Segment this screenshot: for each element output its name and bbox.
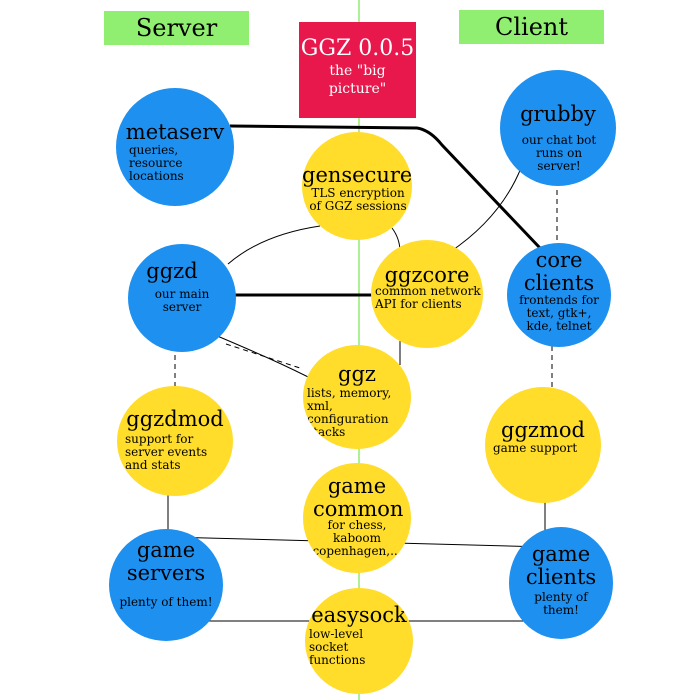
node-name: grubby: [520, 102, 596, 126]
node-name: game clients: [525, 542, 597, 589]
node-ggz: ggz lists, memory, xml, configuration st…: [303, 345, 411, 449]
title-subtitle: the "big picture": [328, 63, 387, 97]
link-ggzcore-grubby: [449, 167, 522, 253]
dashed-connectors: [174, 190, 558, 395]
node-ggzcore: ggzcore common network API for clients: [371, 240, 483, 348]
node-desc: lists, memory, xml, configuration stacks: [307, 386, 392, 439]
node-name: metaserv: [125, 120, 225, 144]
node-desc: frontends for text, gtk+, kde, telnet: [519, 293, 599, 333]
node-name: ggzd: [146, 259, 198, 283]
node-ggzdmod: ggzdmod support for server events and st…: [117, 386, 233, 496]
node-name: ggzcore: [384, 263, 470, 287]
node-easysock: easysock low-level socket functions: [305, 588, 413, 694]
node-name: gensecure: [302, 163, 412, 187]
node-desc: plenty of them!: [534, 590, 588, 617]
node-desc: our chat bot runs on server!: [521, 133, 597, 173]
client-header: Client: [459, 10, 604, 44]
node-desc: our main server: [154, 287, 210, 314]
client-header-label: Client: [494, 13, 569, 41]
node-gameclients: game clients plenty of them!: [509, 527, 613, 639]
node-name: ggz: [338, 362, 376, 386]
server-header-label: Server: [135, 14, 218, 42]
node-gensecure: gensecure TLS encryption of GGZ sessions: [302, 132, 412, 240]
node-name: ggzmod: [501, 418, 585, 442]
link-ggzd-ggz-dashed: [225, 343, 301, 369]
server-header: Server: [104, 11, 249, 45]
node-name: ggzdmod: [126, 407, 224, 431]
thick-connectors: [229, 124, 542, 297]
node-desc: low-level socket functions: [309, 627, 366, 667]
node-desc: support for server events and stats: [125, 432, 208, 472]
node-gameservers: game servers plenty of them!: [109, 529, 223, 641]
node-desc: game support: [493, 441, 578, 455]
node-desc: common network API for clients: [375, 284, 481, 311]
title-box: GGZ 0.0.5 the "big picture": [299, 22, 416, 118]
node-desc: plenty of them!: [119, 595, 213, 609]
node-metaserv: metaserv queries, resource locations: [116, 88, 234, 206]
node-coreclients: core clients frontends for text, gtk+, k…: [507, 243, 611, 347]
node-name: game common: [313, 474, 404, 521]
node-ggzmod: ggzmod game support: [485, 387, 601, 503]
node-name: easysock: [311, 603, 407, 627]
node-name: game servers: [126, 538, 206, 585]
node-ggzd: ggzd our main server: [128, 244, 236, 352]
link-gensecure-ggzd: [227, 225, 321, 265]
node-desc: TLS encryption of GGZ sessions: [309, 186, 407, 213]
node-grubby: grubby our chat bot runs on server!: [500, 70, 616, 186]
node-desc: queries, resource locations: [129, 143, 184, 183]
node-name: core clients: [523, 248, 595, 295]
title-version: GGZ 0.0.5: [300, 36, 415, 61]
node-gamecommon: game common for chess, kaboom copenhagen…: [303, 463, 411, 573]
link-metaserv-coreclients: [229, 124, 542, 250]
node-desc: for chess, kaboom copenhagen,...: [312, 518, 402, 558]
